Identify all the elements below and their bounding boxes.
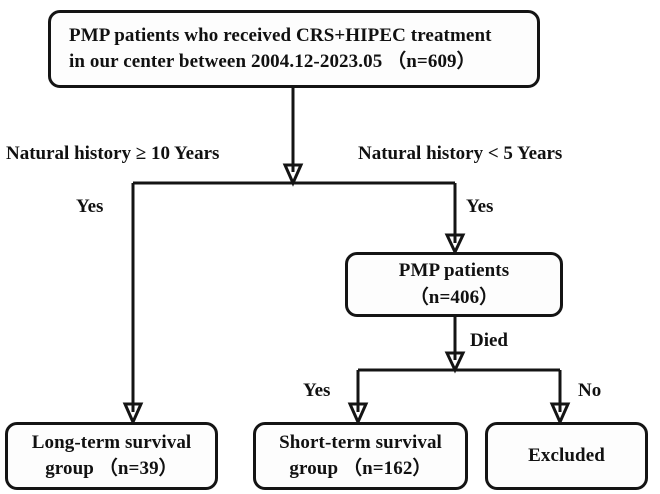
node-long-term-survival-line-2: group （n=39） <box>45 458 178 479</box>
node-short-term-survival-line-1: Short-term survival <box>279 431 442 453</box>
node-excluded-box: Excluded <box>485 422 648 490</box>
node-long-term-survival-line-1: Long-term survival <box>31 431 192 453</box>
node-short-term-survival-box: Short-term survival group （n=162） <box>253 422 468 490</box>
node-cohort-box: PMP patients who received CRS+HIPEC trea… <box>48 10 540 88</box>
edge-label-natural-history-long: Natural history ≥ 10 Years <box>6 143 220 164</box>
edge-label-yes-short: Yes <box>466 196 494 217</box>
node-short-term-survival-line-2: group （n=162） <box>289 458 432 479</box>
node-pmp-patients-line-2: （n=406） <box>409 286 499 308</box>
edge-label-no-died: No <box>578 380 602 401</box>
edge-label-natural-history-short: Natural history < 5 Years <box>358 143 563 164</box>
node-pmp-patients-box: PMP patients （n=406） <box>345 252 563 317</box>
node-cohort-line-2: in our center between 2004.12-2023.05 （n… <box>69 51 476 72</box>
arrowhead-died-stem <box>444 351 466 374</box>
edge-label-yes-died: Yes <box>303 380 331 401</box>
edge-label-died: Died <box>470 330 508 351</box>
arrowhead-left-branch <box>122 402 144 426</box>
arrowhead-no-branch <box>549 402 571 426</box>
node-cohort-line-1: PMP patients who received CRS+HIPEC trea… <box>69 24 492 46</box>
node-long-term-survival-box: Long-term survival group （n=39） <box>5 422 218 490</box>
arrowhead-right-branch <box>444 233 466 256</box>
node-pmp-patients-line-1: PMP patients <box>398 260 510 282</box>
edge-label-yes-long: Yes <box>76 196 104 217</box>
arrowhead-yes-branch <box>347 402 369 426</box>
node-excluded-line-1: Excluded <box>528 444 605 466</box>
arrowhead-cohort-stem <box>282 163 304 187</box>
